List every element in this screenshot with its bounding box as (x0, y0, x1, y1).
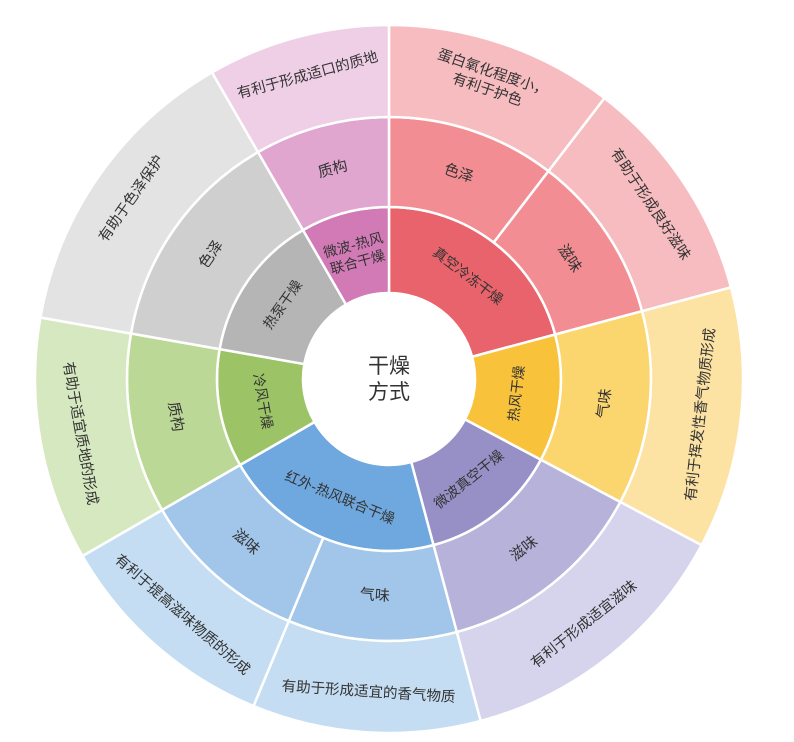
property-label-hot-air-0-line: 气味 (593, 388, 614, 420)
property-label-infrared-hot-air-0: 气味 (359, 585, 390, 605)
property-label-hot-air-0: 气味 (593, 388, 614, 420)
method-label-hot-air: 热风干燥 (506, 365, 528, 422)
center-title-line2: 方式 (368, 380, 410, 404)
sunburst-rings (33, 23, 745, 735)
property-label-cold-air-0-line: 质构 (164, 400, 187, 433)
center-hub (303, 293, 475, 465)
method-label-hot-air-line: 热风干燥 (506, 365, 528, 422)
center-title-line1: 干燥 (368, 354, 410, 378)
property-label-infrared-hot-air-0-line: 气味 (359, 585, 390, 605)
benefit-segment-microwave-hot-air-0 (210, 23, 391, 154)
property-label-cold-air-0: 质构 (164, 400, 187, 433)
